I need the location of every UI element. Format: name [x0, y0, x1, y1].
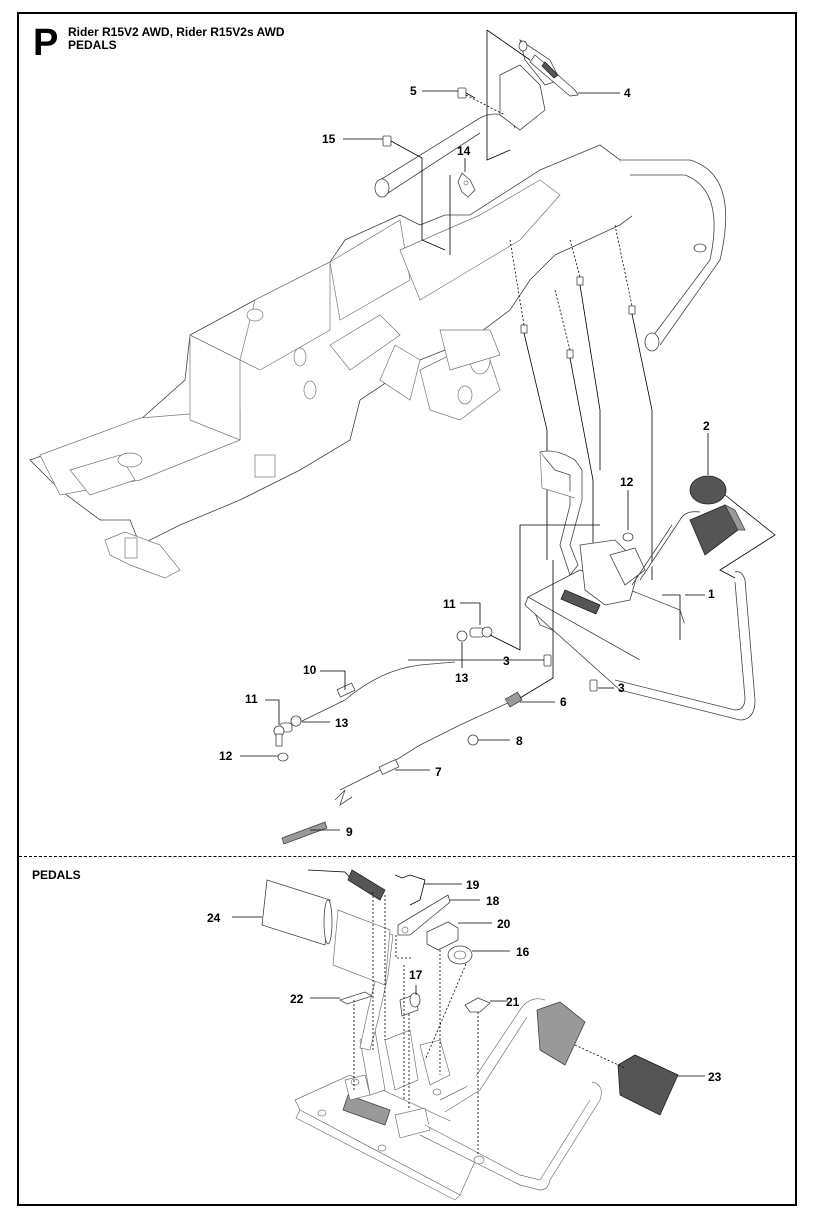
- page-subtitle: PEDALS: [68, 38, 117, 52]
- part-9-spring: [281, 821, 328, 845]
- part-23-pedal-pad: [536, 1001, 705, 1116]
- callout-10: 10: [303, 663, 317, 677]
- callout-9: 9: [346, 825, 353, 839]
- part-22-plate: [310, 991, 373, 1005]
- callout-3a: 3: [503, 654, 510, 668]
- callout-21: 21: [506, 995, 520, 1009]
- callouts-main: 1 2 3 3 4 5 6 7 8 9 10 11 11 12 12 13 13…: [219, 84, 715, 839]
- callout-19: 19: [466, 878, 480, 892]
- part-13-nut-top: [456, 630, 468, 642]
- callout-1: 1: [708, 587, 715, 601]
- leader-lines-lower: [240, 490, 705, 831]
- tube-rail: [374, 113, 727, 352]
- callout-13b: 13: [335, 716, 349, 730]
- part-4-bracket: [499, 39, 579, 131]
- diagram-frame: [17, 12, 797, 1206]
- part-5-bolt: [457, 87, 476, 99]
- callout-12a: 12: [620, 475, 634, 489]
- detail-dashed-guides: [353, 892, 479, 1155]
- part-19-spring: [307, 869, 462, 906]
- leader-lines-main: [343, 29, 653, 580]
- callout-22: 22: [290, 992, 304, 1006]
- part-14-clip: [457, 172, 476, 198]
- callout-17: 17: [409, 968, 423, 982]
- section-divider: [19, 856, 795, 857]
- part-6-spring: [504, 691, 523, 708]
- callout-16: 16: [516, 945, 530, 959]
- callout-15: 15: [322, 132, 336, 146]
- callouts-detail: 16 17 18 19 20 21 22 23 24: [207, 878, 722, 1084]
- part-3-bolt-left: [543, 654, 552, 667]
- callout-2: 2: [703, 419, 710, 433]
- callout-11a: 11: [443, 597, 456, 611]
- part-13-nut-bottom: [290, 715, 302, 727]
- part-12-nut-top: [622, 532, 634, 542]
- callout-18: 18: [486, 894, 500, 908]
- callout-5: 5: [410, 84, 417, 98]
- callout-13a: 13: [455, 671, 469, 685]
- part-8-ring: [467, 734, 479, 746]
- part-17-bushing: [399, 985, 421, 1017]
- callout-4: 4: [624, 86, 631, 100]
- callout-14: 14: [457, 144, 471, 158]
- part-12-nut-bottom: [277, 752, 289, 762]
- part-2-pedal-pad: [689, 433, 776, 579]
- part-11-ball-joint-top: [469, 626, 493, 638]
- part-15-bolt: [382, 135, 401, 147]
- part-21-clip: [464, 997, 508, 1013]
- callout-24: 24: [207, 911, 221, 925]
- part-10-cable: [299, 661, 456, 723]
- cable-fittings: [520, 276, 636, 359]
- callout-11b: 11: [245, 692, 258, 706]
- callout-20: 20: [497, 917, 511, 931]
- callout-3b: 3: [618, 681, 625, 695]
- section-letter: P: [33, 22, 59, 64]
- callout-6: 6: [560, 695, 567, 709]
- callout-8: 8: [516, 734, 523, 748]
- part-1-pedal-assembly: [524, 450, 756, 721]
- part-24-pedal-cover: [232, 879, 391, 986]
- callout-12b: 12: [219, 749, 233, 763]
- part-20-block: [426, 921, 492, 951]
- model-title: Rider R15V2 AWD, Rider R15V2s AWD: [68, 25, 285, 39]
- part-18-lever: [397, 894, 480, 936]
- part-11-ball-joint-bottom: [273, 722, 293, 747]
- chassis-frame: [29, 144, 641, 579]
- detail-pedal-assembly: [294, 929, 602, 1201]
- part-7-cable: [334, 701, 511, 806]
- part-3-bolt-right: [589, 679, 598, 692]
- subsection-title: PEDALS: [32, 868, 81, 882]
- part-16-washer: [447, 945, 510, 965]
- callout-7: 7: [435, 765, 442, 779]
- callout-23: 23: [708, 1070, 722, 1084]
